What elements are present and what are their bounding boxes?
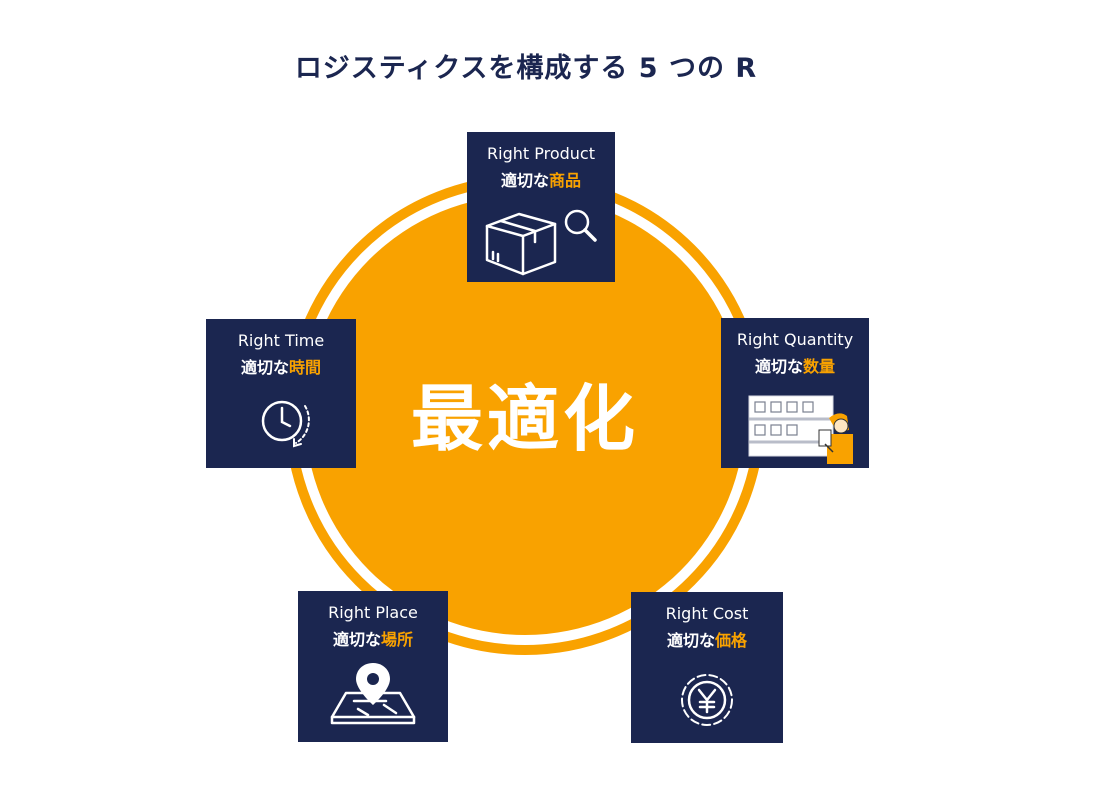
card-title-en: Right Product: [487, 144, 595, 163]
card-title-jp: 適切な価格: [631, 630, 783, 652]
card-title-jp-prefix: 適切な: [240, 358, 289, 377]
box-search-icon: [485, 209, 597, 276]
card-title-jp-highlight: 時間: [289, 358, 322, 377]
card-title-jp-highlight: 価格: [715, 631, 748, 650]
card-title-en: Right Cost: [665, 604, 749, 623]
card-title-jp: 適切な数量: [721, 356, 869, 378]
card-title-jp-highlight: 数量: [803, 357, 836, 376]
card-right-product: Right Product 適切な商品: [467, 132, 615, 282]
map-pin-icon: [330, 663, 416, 725]
card-title-jp-prefix: 適切な: [666, 631, 715, 650]
card-title-jp-prefix: 適切な: [332, 630, 381, 649]
card-title-en: Right Time: [237, 331, 325, 350]
warehouse-worker-icon: [748, 395, 853, 464]
card-title-en: Right Quantity: [736, 330, 854, 349]
card-title-jp-highlight: 場所: [381, 630, 414, 649]
page-title: ロジスティクスを構成する 5 つの R: [294, 53, 758, 84]
card-right-place: Right Place 適切な場所: [298, 591, 448, 742]
card-title-en: Right Place: [328, 603, 418, 622]
clock-icon: [261, 400, 310, 448]
card-title-jp-highlight: 商品: [549, 171, 582, 190]
card-right-quantity: Right Quantity 適切な数量: [721, 318, 869, 468]
yen-coin-icon: [681, 674, 733, 726]
center-label: 最適化: [410, 377, 639, 461]
card-title-jp: 適切な時間: [206, 357, 356, 379]
card-title-jp-prefix: 適切な: [500, 171, 549, 190]
card-title-jp: 適切な商品: [467, 170, 615, 192]
card-right-time: Right Time 適切な時間: [206, 319, 356, 468]
card-title-jp: 適切な場所: [298, 629, 448, 651]
card-title-jp-prefix: 適切な: [754, 357, 803, 376]
card-right-cost: Right Cost 適切な価格: [631, 592, 783, 743]
